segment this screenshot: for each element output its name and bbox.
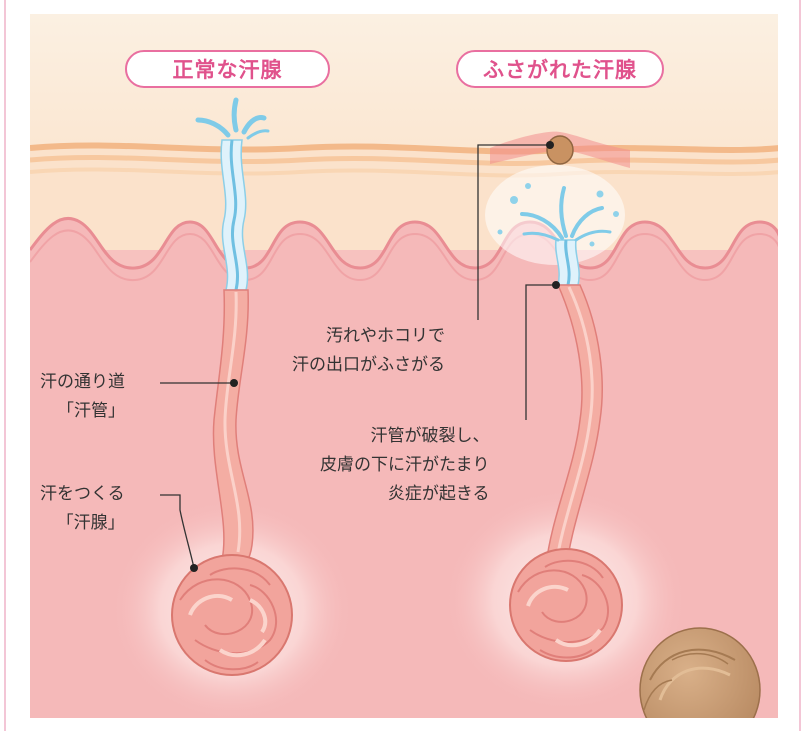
label-duct-rupture-line3: 炎症が起きる — [320, 480, 490, 509]
label-sweat-duct-line1: 汗の通り道 — [40, 368, 125, 397]
label-sweat-gland-line1: 汗をつくる — [40, 480, 125, 509]
dirt-plug — [547, 136, 573, 164]
heading-blocked-gland: ふさがれた汗腺 — [456, 50, 664, 88]
label-sweat-gland: 汗をつくる 「汗腺」 — [40, 480, 125, 538]
label-duct-rupture-line1: 汗管が破裂し、 — [320, 422, 490, 451]
label-duct-rupture-line2: 皮膚の下に汗がたまり — [320, 451, 490, 480]
normal-sweat-gland — [172, 555, 292, 675]
label-sweat-duct: 汗の通り道 「汗管」 — [40, 368, 125, 426]
label-clogged-opening: 汚れやホコリで 汗の出口がふさがる — [292, 322, 445, 380]
label-sweat-duct-line2: 「汗管」 — [40, 397, 125, 426]
heading-normal-gland: 正常な汗腺 — [125, 50, 330, 88]
label-clogged-opening-line2: 汗の出口がふさがる — [292, 351, 445, 380]
label-sweat-gland-line2: 「汗腺」 — [40, 509, 125, 538]
label-clogged-opening-line1: 汚れやホコリで — [292, 322, 445, 351]
label-duct-rupture: 汗管が破裂し、 皮膚の下に汗がたまり 炎症が起きる — [320, 422, 490, 509]
blocked-sweat-gland — [510, 549, 622, 661]
